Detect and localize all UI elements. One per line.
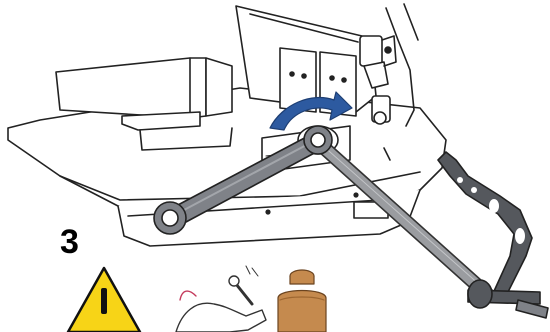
heavy-weight-icon: [278, 270, 326, 332]
gauge-jig: [438, 152, 548, 318]
warning-triangle-icon: [68, 268, 140, 332]
step-number: 3: [60, 222, 79, 262]
arm-strain-wrench-icon: [176, 266, 266, 332]
